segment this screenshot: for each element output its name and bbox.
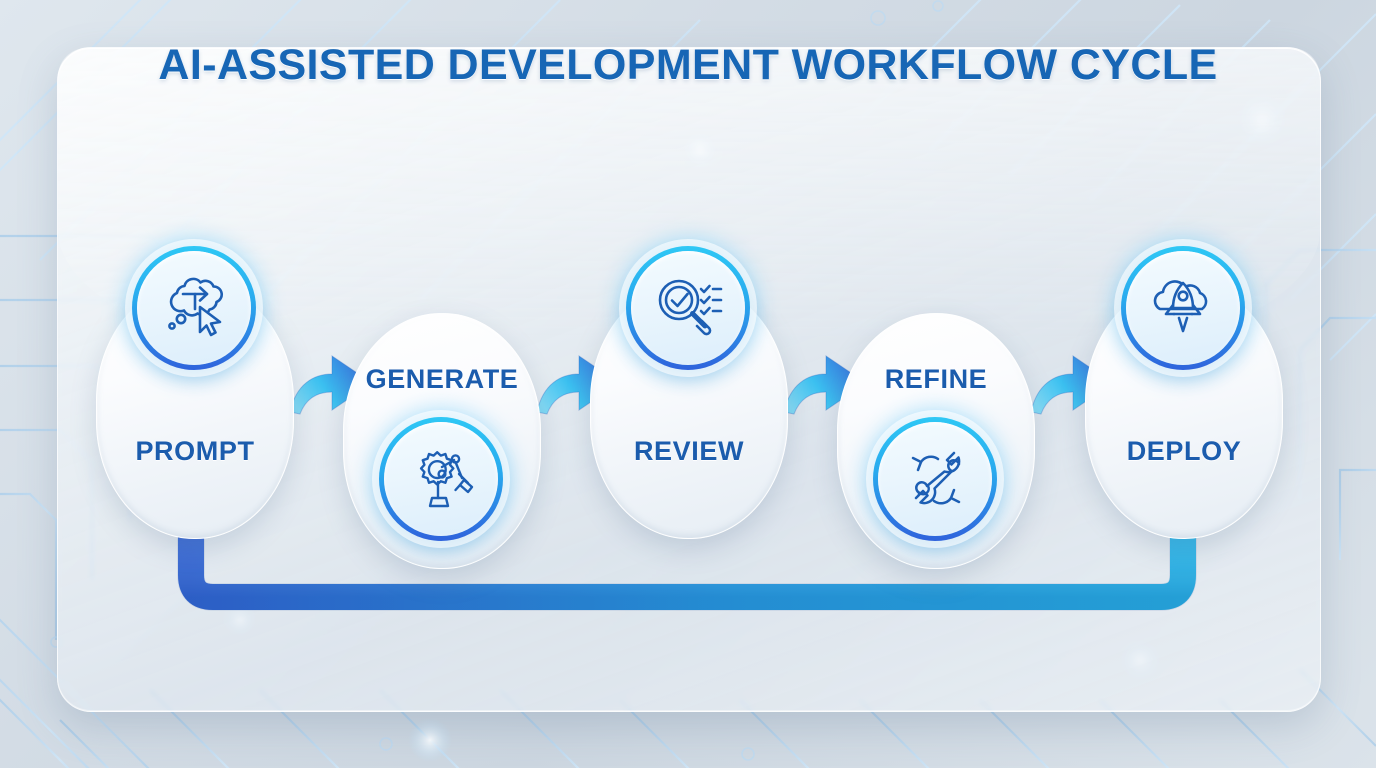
node-label-deploy: DEPLOY	[1126, 436, 1242, 466]
node-label-review: REVIEW	[633, 436, 745, 466]
cloud-rocket-launch-icon	[1121, 246, 1245, 370]
node-label-prompt: PROMPT	[135, 436, 255, 466]
node-label-generate: GENERATE	[365, 364, 519, 394]
thought-cloud-arrow-cursor-icon	[132, 246, 256, 370]
page-title: AI-ASSISTED DEVELOPMENT WORKFLOW CYCLE	[158, 41, 1218, 89]
robot-arm-gear-icon	[379, 417, 503, 541]
magnifier-checkmark-checklist-icon	[626, 246, 750, 370]
crossed-wrenches-cycle-arrows-icon	[873, 417, 997, 541]
node-label-refine: REFINE	[884, 364, 988, 394]
